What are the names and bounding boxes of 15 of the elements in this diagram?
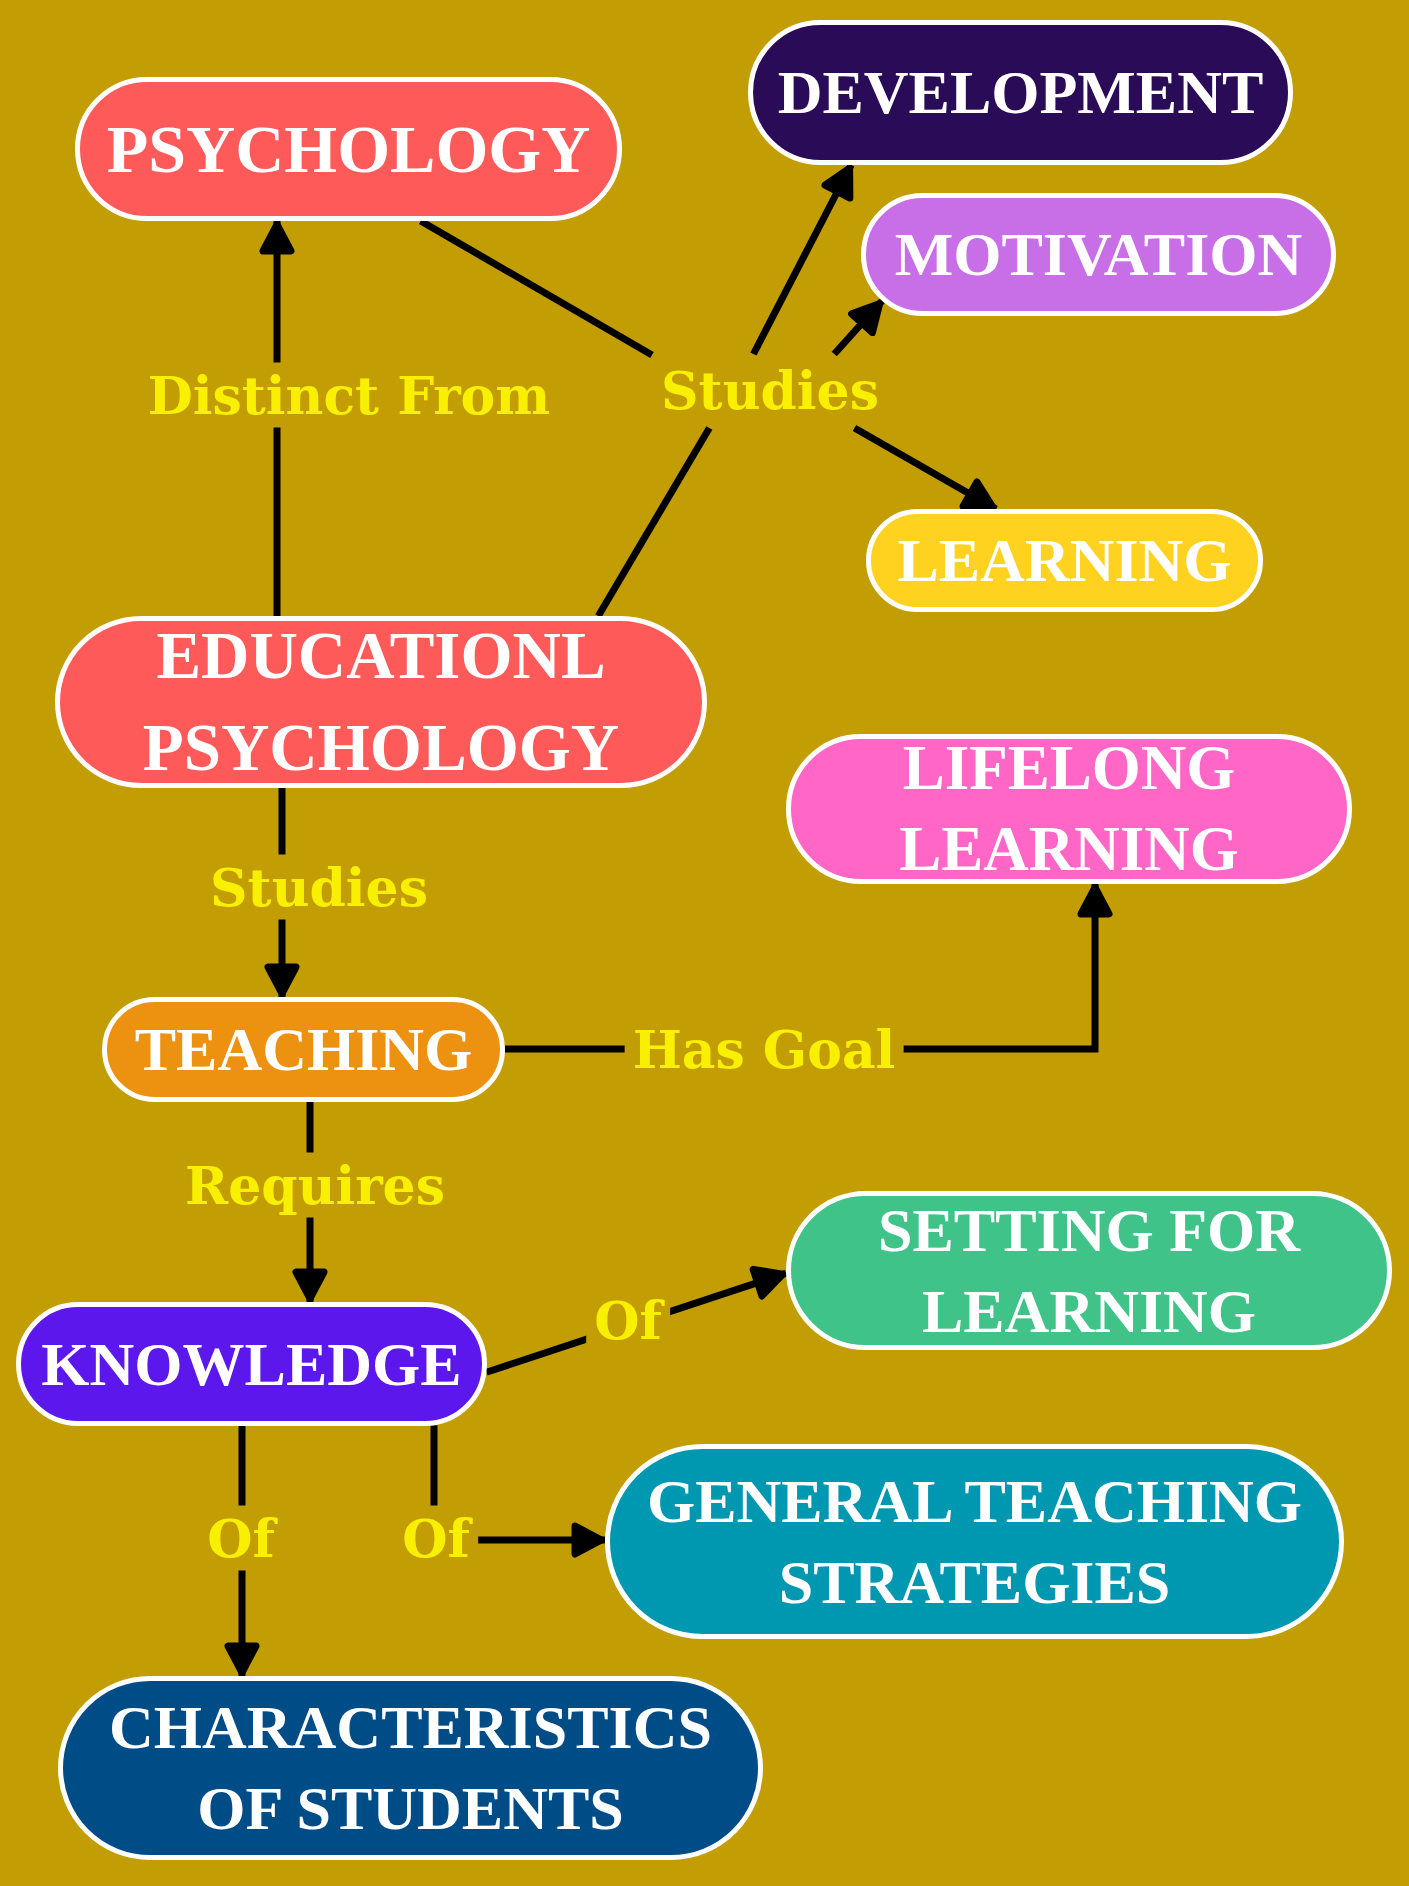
arrow <box>831 298 885 357</box>
concept-label: SETTING FOR LEARNING <box>876 1194 1302 1347</box>
concept-label: CHARACTERISTICS OF STUDENTS <box>108 1692 713 1844</box>
concept-label: LEARNING <box>897 525 1232 597</box>
concept-label: EDUCATIONL PSYCHOLOGY <box>141 617 621 786</box>
connector-line <box>595 426 713 618</box>
concept-label: DEVELOPMENT <box>777 57 1264 129</box>
arrow <box>750 163 855 356</box>
concept-label: TEACHING <box>134 1014 473 1086</box>
concept-label: GENERAL TEACHING STRATEGIES <box>645 1465 1304 1618</box>
concept-label: PSYCHOLOGY <box>106 109 591 189</box>
concept-label: LIFELONG LEARNING <box>898 732 1240 886</box>
concept-label: KNOWLEDGE <box>41 1328 462 1400</box>
link-label: Studies <box>652 354 888 428</box>
concept-label: MOTIVATION <box>894 219 1303 291</box>
